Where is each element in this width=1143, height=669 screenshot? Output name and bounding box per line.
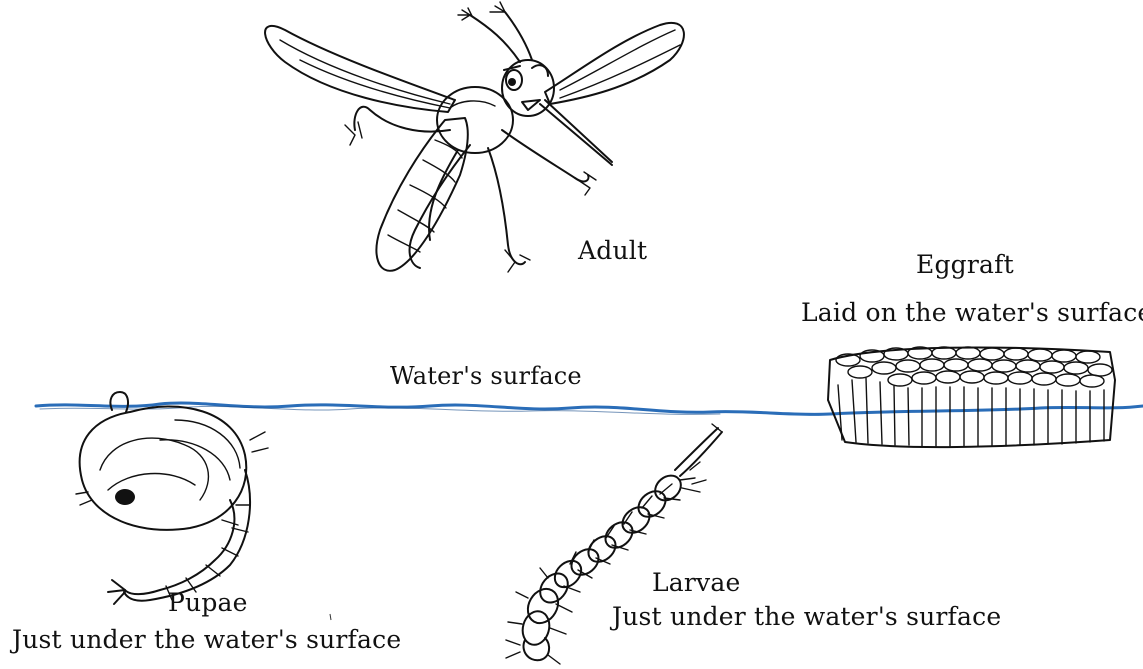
water-surface-label: Water's surface <box>390 364 582 388</box>
pupae-description: Just under the water's surface <box>12 627 401 652</box>
eggraft-description: Laid on the water's surface <box>801 300 1143 325</box>
adult-label: Adult <box>578 238 647 263</box>
larvae-label: Larvae <box>652 570 740 595</box>
water-surface-line <box>36 403 1143 414</box>
eggraft-label: Eggraft <box>916 252 1014 277</box>
adult-mosquito-illustration <box>265 2 684 272</box>
stray-mark <box>330 614 331 620</box>
larvae-description: Just under the water's surface <box>612 604 1001 629</box>
pupae-label: Pupae <box>168 590 248 615</box>
pupa-illustration <box>76 392 268 604</box>
eggraft-illustration <box>828 347 1115 447</box>
